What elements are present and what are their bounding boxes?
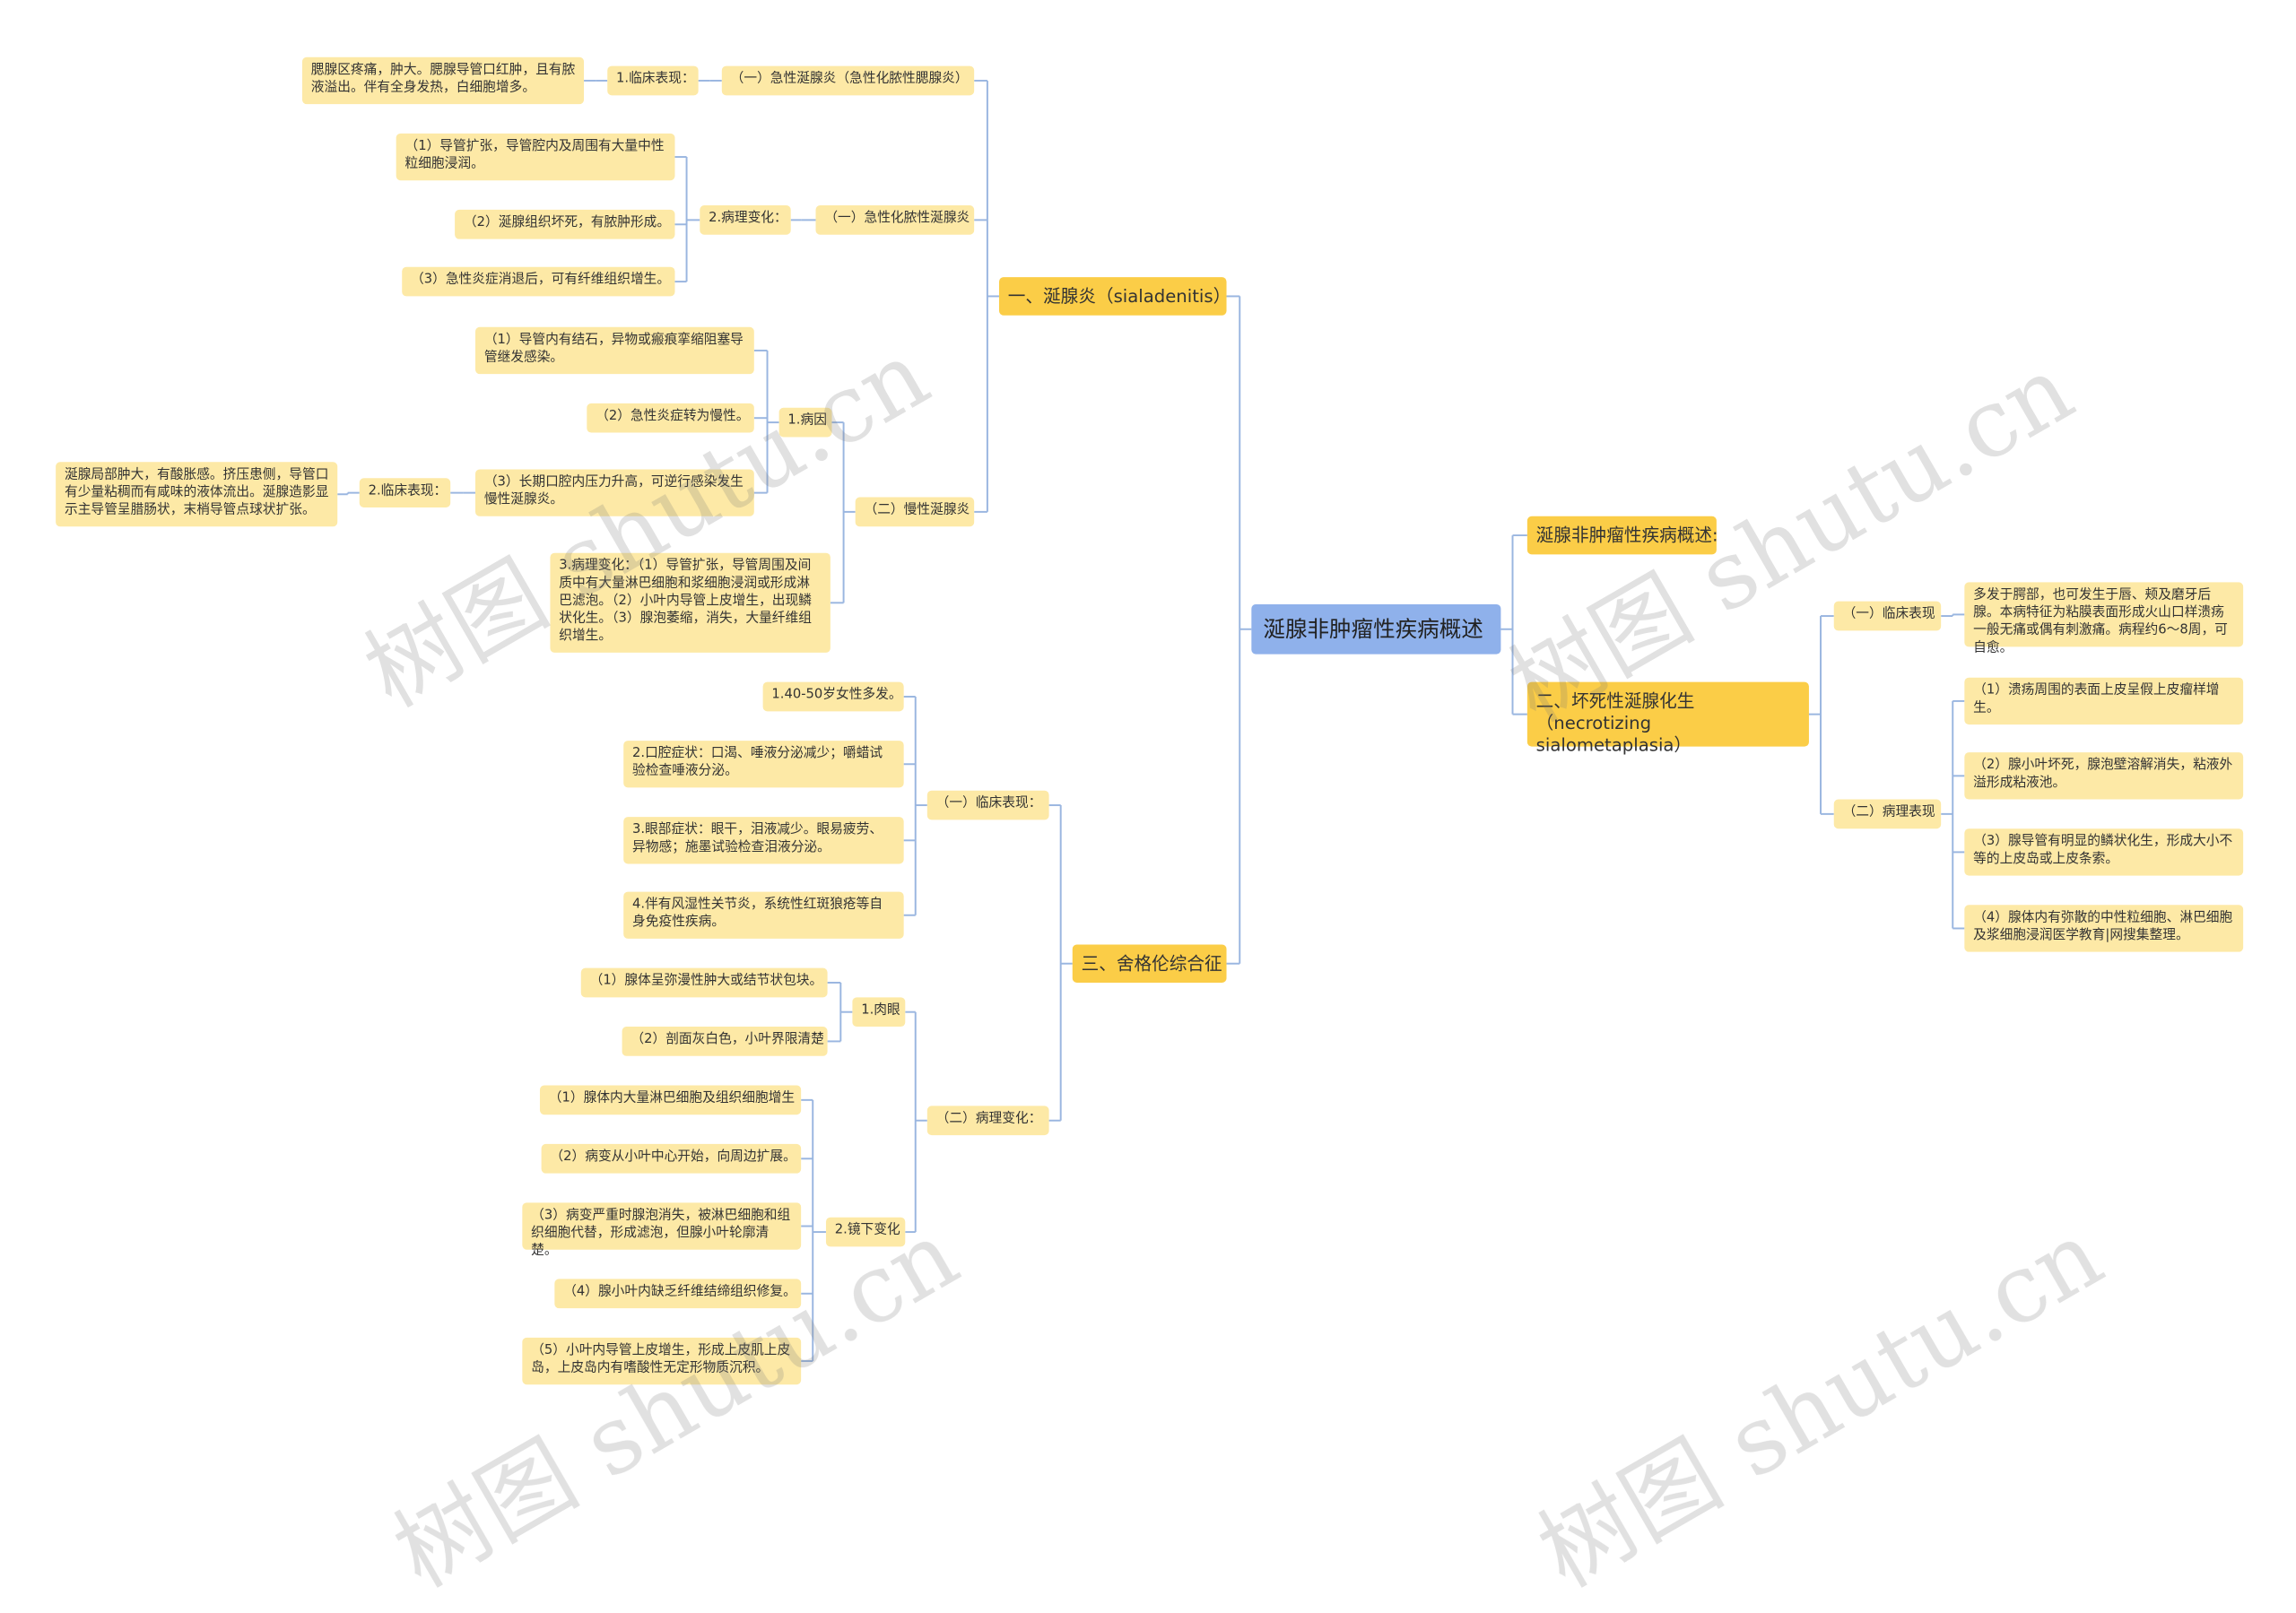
- node-sjogren-clinical-item2[interactable]: 2.口腔症状：口渴、唾液分泌减少；嚼蜡试验检查唾液分泌。: [623, 741, 904, 788]
- branch-sialadenitis[interactable]: 一、涎腺炎（sialadenitis）: [998, 277, 1231, 316]
- node-clinical-1[interactable]: 1.临床表现：: [607, 65, 699, 96]
- node-microscopic[interactable]: 2.镜下变化: [825, 1217, 906, 1247]
- branch-necrotizing-sialometaplasia[interactable]: 二、坏死性涎腺化生（necrotizing sialometaplasia）: [1526, 681, 1809, 755]
- node-clinical-1-detail[interactable]: 腮腺区疼痛，肿大。腮腺导管口红肿，且有脓液溢出。伴有全身发热，白细胞增多。: [301, 56, 585, 105]
- node-gross-item1[interactable]: （1）腺体呈弥漫性肿大或结节状包块。: [580, 967, 828, 998]
- node-etiology-item1[interactable]: （1）导管内有结石，异物或瘢痕挛缩阻塞导管继发感染。: [474, 326, 754, 375]
- node-sjogren-clinical-item3[interactable]: 3.眼部症状：眼干，泪液减少。眼易疲劳、异物感；施墨试验检查泪液分泌。: [623, 817, 904, 864]
- node-ns-pathology[interactable]: （二）病理表现: [1833, 799, 1942, 829]
- node-ns-clinical[interactable]: （一）临床表现: [1833, 601, 1942, 631]
- node-pathology-2[interactable]: 2.病理变化：: [700, 205, 791, 235]
- node-microscopic-item2[interactable]: （2）病变从小叶中心开始，向周边扩展。: [541, 1143, 802, 1174]
- mindmap-canvas: 涎腺非肿瘤性疾病概述 一、涎腺炎（sialadenitis） （一）急性涎腺炎（…: [56, 56, 2244, 1609]
- node-sjogren-clinical-item1[interactable]: 1.40-50岁女性多发。: [762, 681, 904, 712]
- node-sjogren-clinical[interactable]: （一）临床表现：: [926, 790, 1049, 820]
- node-ns-pathology-item4[interactable]: （4）腺体内有弥散的中性粒细胞、淋巴细胞及浆细胞浸润医学教育|网搜集整理。: [1964, 905, 2244, 952]
- node-ns-pathology-item1[interactable]: （1）溃疡周围的表面上皮呈假上皮瘤样增生。: [1964, 677, 2244, 725]
- node-microscopic-item3[interactable]: （3）病变严重时腺泡消失，被淋巴细胞和组织细胞代替，形成滤泡，但腺小叶轮廓清楚。: [522, 1202, 802, 1259]
- node-acute-sialadenitis-parotitis[interactable]: （一）急性涎腺炎（急性化脓性腮腺炎）: [721, 65, 975, 96]
- node-ns-pathology-item2[interactable]: （2）腺小叶坏死，腺泡壁溶解消失，粘液外溢形成粘液池。: [1964, 752, 2244, 800]
- connector-lines: [337, 79, 1965, 1363]
- node-microscopic-item5[interactable]: （5）小叶内导管上皮增生，形成上皮肌上皮岛，上皮岛内有嗜酸性无定形物质沉积。: [522, 1337, 802, 1385]
- node-sjogren-pathology[interactable]: （二）病理变化：: [926, 1106, 1049, 1136]
- node-ns-clinical-detail[interactable]: 多发于腭部，也可发生于唇、颊及磨牙后腺。本病特征为粘膜表面形成火山口样溃疡一般无…: [1964, 582, 2244, 655]
- node-etiology[interactable]: 1.病因: [778, 407, 832, 438]
- node-clinical-2-detail[interactable]: 涎腺局部肿大，有酸胀感。挤压患侧，导管口有少量粘稠而有咸味的液体流出。涎腺造影显…: [56, 462, 338, 527]
- node-sjogren-clinical-item4[interactable]: 4.伴有风湿性关节炎，系统性红斑狼疮等自身免疫性疾病。: [623, 891, 904, 939]
- node-pathology-2-item3[interactable]: （3）急性炎症消退后，可有纤维组织增生。: [402, 266, 675, 297]
- node-etiology-item2[interactable]: （2）急性炎症转为慢性。: [587, 403, 754, 433]
- node-acute-suppurative[interactable]: （一）急性化脓性涎腺炎: [815, 205, 975, 235]
- node-ns-pathology-item3[interactable]: （3）腺导管有明显的鳞状化生，形成大小不等的上皮岛或上皮条索。: [1964, 828, 2244, 876]
- node-pathology-2-item1[interactable]: （1）导管扩张，导管腔内及周围有大量中性粒细胞浸润。: [396, 133, 675, 181]
- node-chronic-sialadenitis[interactable]: （二）慢性涎腺炎: [855, 497, 975, 527]
- node-clinical-2[interactable]: 2.临床表现：: [359, 478, 451, 507]
- node-microscopic-item1[interactable]: （1）腺体内大量淋巴细胞及组织细胞增生: [539, 1085, 802, 1115]
- node-pathology-2-item2[interactable]: （2）涎腺组织坏死，有脓肿形成。: [455, 209, 675, 239]
- node-microscopic-item4[interactable]: （4）腺小叶内缺乏纤维结缔组织修复。: [554, 1279, 802, 1309]
- root-node[interactable]: 涎腺非肿瘤性疾病概述: [1251, 603, 1501, 655]
- branch-sjogren-syndrome[interactable]: 三、舍格伦综合征: [1072, 944, 1227, 983]
- node-etiology-item3[interactable]: （3）长期口腔内压力升高，可逆行感染发生慢性涎腺炎。: [474, 469, 754, 516]
- branch-overview[interactable]: 涎腺非肿瘤性疾病概述:: [1526, 516, 1718, 555]
- node-gross-item2[interactable]: （2）剖面灰白色，小叶界限清楚: [622, 1027, 828, 1056]
- node-gross[interactable]: 1.肉眼: [852, 997, 906, 1028]
- node-pathology-3[interactable]: 3.病理变化：（1）导管扩张，导管周围及间质中有大量淋巴细胞和浆细胞浸润或形成淋…: [550, 552, 831, 653]
